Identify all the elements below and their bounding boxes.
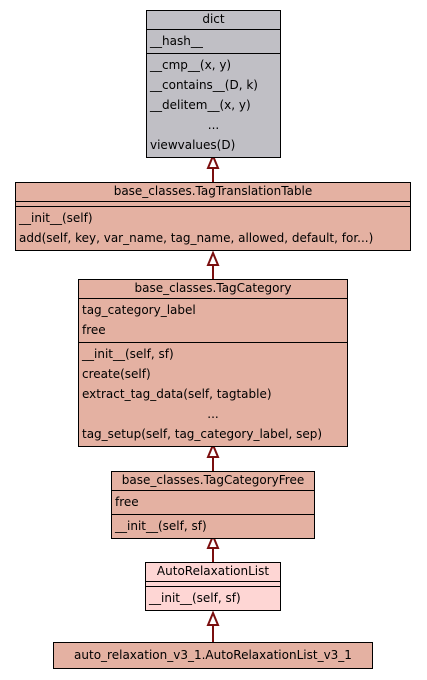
attribute: tag_category_label — [82, 303, 196, 317]
attributes-section — [16, 202, 410, 207]
methods-section: __init__(self, sf) — [112, 515, 314, 538]
class-title: base_classes.TagCategory — [79, 280, 347, 299]
arrowhead-tagtranslationtable — [206, 250, 220, 266]
class-tag-translation-table[interactable]: base_classes.TagTranslationTable __init_… — [15, 182, 411, 251]
method: __cmp__(x, y) — [150, 58, 232, 72]
method: add(self, key, var_name, tag_name, allow… — [19, 231, 374, 245]
arrowhead-autorelaxationlist — [206, 610, 220, 626]
method: __init__(self, sf) — [115, 519, 207, 533]
methods-section: __init__(self, sf) create(self) extract_… — [79, 343, 347, 446]
arrowhead-tagcategoryfree — [206, 533, 220, 549]
method: extract_tag_data(self, tagtable) — [82, 387, 272, 401]
attribute: __hash__ — [150, 34, 203, 48]
method: __contains__(D, k) — [150, 78, 258, 92]
attributes-section: __hash__ — [147, 30, 280, 54]
method: __init__(self) — [19, 211, 93, 225]
class-auto-relaxation-list-v3-1[interactable]: auto_relaxation_v3_1.AutoRelaxationList_… — [53, 642, 373, 669]
class-title: dict — [147, 11, 280, 30]
method: __init__(self, sf) — [82, 347, 174, 361]
method: viewvalues(D) — [150, 138, 236, 152]
methods-section: __init__(self) add(self, key, var_name, … — [16, 207, 410, 250]
class-dict[interactable]: dict __hash__ __cmp__(x, y) __contains__… — [146, 10, 281, 158]
attribute: free — [115, 495, 139, 509]
class-title: AutoRelaxationList — [146, 563, 280, 582]
arrowhead-dict — [206, 153, 220, 169]
arrowhead-tagcategory — [206, 442, 220, 458]
method: tag_setup(self, tag_category_label, sep) — [82, 427, 323, 441]
class-title: base_classes.TagCategoryFree — [112, 472, 314, 491]
methods-section: __cmp__(x, y) __contains__(D, k) __delit… — [147, 54, 280, 157]
class-tag-category[interactable]: base_classes.TagCategory tag_category_la… — [78, 279, 348, 447]
method: __delitem__(x, y) — [150, 98, 251, 112]
method: create(self) — [82, 367, 151, 381]
attributes-section: free — [112, 491, 314, 515]
class-auto-relaxation-list[interactable]: AutoRelaxationList __init__(self, sf) — [145, 562, 281, 611]
class-title: base_classes.TagTranslationTable — [16, 183, 410, 202]
ellipsis: ... — [207, 407, 219, 421]
class-title: auto_relaxation_v3_1.AutoRelaxationList_… — [74, 648, 352, 662]
method: __init__(self, sf) — [149, 591, 241, 605]
ellipsis: ... — [207, 118, 220, 132]
attributes-section: tag_category_label free — [79, 299, 347, 343]
class-tag-category-free[interactable]: base_classes.TagCategoryFree free __init… — [111, 471, 315, 539]
attribute: free — [82, 323, 106, 337]
attributes-section — [146, 582, 280, 587]
methods-section: __init__(self, sf) — [146, 587, 280, 610]
